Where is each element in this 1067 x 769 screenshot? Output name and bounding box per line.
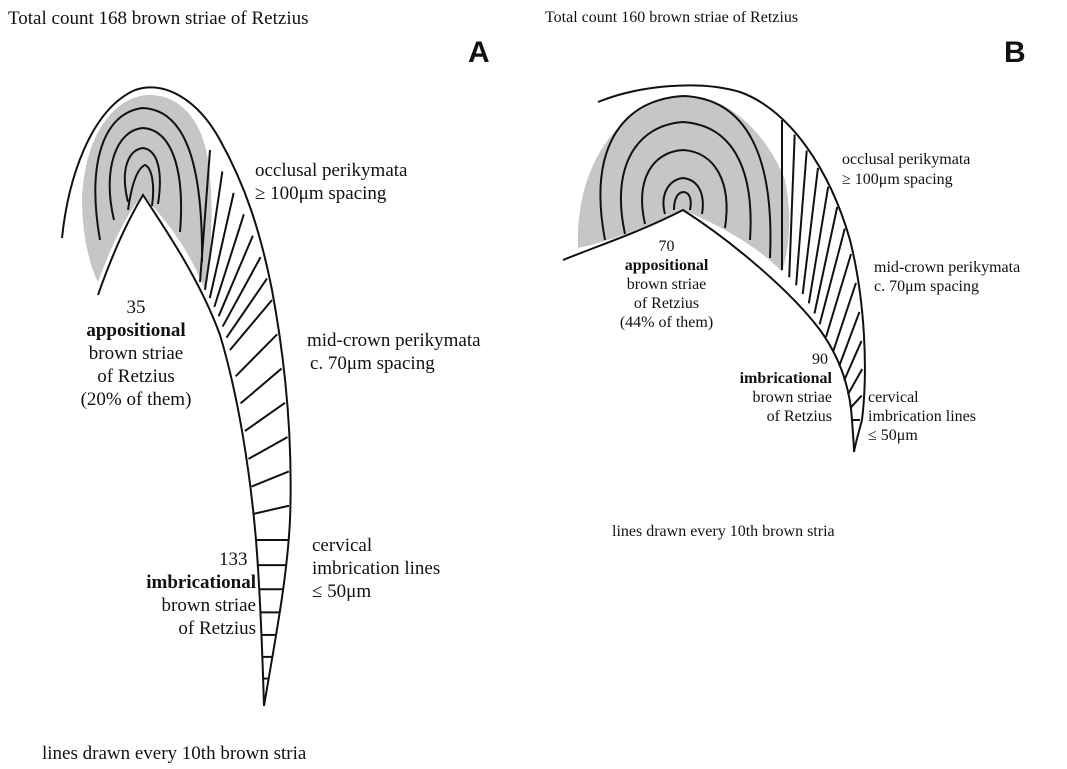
panel-a-imbrication-line <box>225 278 268 339</box>
panel-a-appositional-line3: of Retzius <box>97 366 175 387</box>
panel-a-occlusal-title: occlusal perikymata <box>255 160 408 181</box>
panel-b-imbricational-count: 90 <box>812 351 828 368</box>
panel-a-outer-surface <box>61 86 292 707</box>
panel-a-appositional-pct: (20% of them) <box>80 389 192 410</box>
panel-a-imbricational-label: imbricational <box>146 572 256 593</box>
panel-a-appositional-region <box>82 94 212 290</box>
panel-b-appositional-line3: of Retzius <box>633 295 700 312</box>
panel-b-imbrication-line <box>843 340 863 381</box>
panel-a-appositional-label: appositional <box>86 320 186 341</box>
panel-a-occlusal-spacing: ≥ 100μm spacing <box>255 183 387 204</box>
panel-a-imbrication-line <box>239 367 283 405</box>
panel-a-imbrication-line <box>244 402 286 432</box>
panel-a-imbrication-line <box>199 149 211 283</box>
panel-b-imbrication-line <box>801 167 819 295</box>
panel-b-appositional-line <box>620 120 752 241</box>
panel-b-occlusal-spacing: ≥ 100μm spacing <box>842 171 953 188</box>
panel-b-midcrown-spacing: c. 70μm spacing <box>874 278 979 295</box>
panel-b-outer-surface <box>597 84 866 453</box>
panel-b-cervical-2: imbrication lines <box>868 408 976 425</box>
panel-a-imbrication-line <box>204 171 224 291</box>
panel-a-appositional-line <box>108 126 183 233</box>
panel-b-imbricational-line2: brown striae <box>752 389 832 406</box>
panel-b-imbrication-line <box>813 206 839 314</box>
panel-a-dentine-horn <box>97 193 265 707</box>
panel-a-cervical-1: cervical <box>312 535 373 556</box>
panel-b-imbrication-line <box>788 134 796 278</box>
panel-b-imbrication-line <box>838 311 861 367</box>
panel-b-appositional-label: appositional <box>624 257 709 274</box>
panel-a-crown-drawing <box>61 86 292 707</box>
panel-a-total-count: Total count 168 brown striae of Retzius <box>8 8 309 29</box>
panel-a-imbricational-line2: brown striae <box>161 595 256 616</box>
panel-a-imbrication-line <box>213 213 245 308</box>
panel-a-appositional-line <box>127 163 155 211</box>
panel-b-imbrication-line <box>832 282 857 352</box>
panel-b-occlusal-title: occlusal perikymata <box>842 151 971 168</box>
panel-b-imbrication-line <box>849 394 863 409</box>
panel-a-imbricational-count: 133 <box>219 549 248 570</box>
panel-a-midcrown-title: mid-crown perikymata <box>307 330 481 351</box>
panel-b-midcrown-title: mid-crown perikymata <box>874 259 1021 276</box>
panel-a-letter: A <box>468 36 490 69</box>
panel-b-imbricational-line3: of Retzius <box>766 408 832 425</box>
panel-a-appositional-count: 35 <box>126 297 146 318</box>
panel-a-imbrication-line <box>234 333 278 377</box>
panel-a-imbrication-line <box>221 256 262 328</box>
panel-a-cervical-3: ≤ 50μm <box>312 581 372 602</box>
panel-b-imbricational-lines <box>781 120 864 421</box>
panel-b-dentine-horn <box>562 208 855 453</box>
panel-b-appositional-line <box>641 148 728 229</box>
panel-a-appositional-line2: brown striae <box>88 343 184 364</box>
panel-b-footer: lines drawn every 10th brown stria <box>612 523 835 540</box>
panel-b-imbrication-line <box>807 186 830 304</box>
panel-b-imbrication-line <box>847 368 864 396</box>
panel-a-imbrication-line <box>229 299 273 351</box>
panel-a-imbrication-line <box>253 504 290 515</box>
panel-b-imbricational-label: imbricational <box>739 370 832 387</box>
panel-a-appositional-line <box>123 146 161 205</box>
panel-b-appositional-line <box>673 190 692 211</box>
panel-b-cervical-1: cervical <box>868 389 919 406</box>
panel-a-cervical-2: imbrication lines <box>312 558 441 579</box>
panel-b-letter: B <box>1004 36 1026 69</box>
panel-b-appositional-pct: (44% of them) <box>619 314 714 331</box>
panel-a-imbrication-line <box>208 192 235 299</box>
panel-a-imbrication-line <box>251 470 290 488</box>
panel-a-imbrication-line <box>217 235 254 317</box>
panel-b-imbrication-line <box>818 228 846 325</box>
panel-b-total-count: Total count 160 brown striae of Retzius <box>545 9 799 26</box>
panel-b-cervical-3: ≤ 50μm <box>868 427 918 444</box>
panel-b-imbrication-line <box>795 150 808 286</box>
panel-b-imbrication-line <box>825 253 852 338</box>
panel-a-imbricational-line3: of Retzius <box>178 618 256 639</box>
panel-a-imbrication-line <box>248 436 288 460</box>
panel-a-footer: lines drawn every 10th brown stria <box>42 743 307 764</box>
panel-b-appositional-line <box>599 94 772 259</box>
panel-a-appositional-line <box>94 106 204 263</box>
panel-b-appositional-region <box>577 95 790 272</box>
panel-b-appositional-count: 70 <box>658 238 675 255</box>
panel-a-midcrown-spacing: c. 70μm spacing <box>310 353 435 374</box>
panel-b-appositional-line <box>662 176 704 215</box>
panel-a-imbricational-lines <box>199 149 290 680</box>
panel-b-appositional-line2: brown striae <box>626 276 707 293</box>
panel-b-crown-drawing <box>562 84 866 453</box>
